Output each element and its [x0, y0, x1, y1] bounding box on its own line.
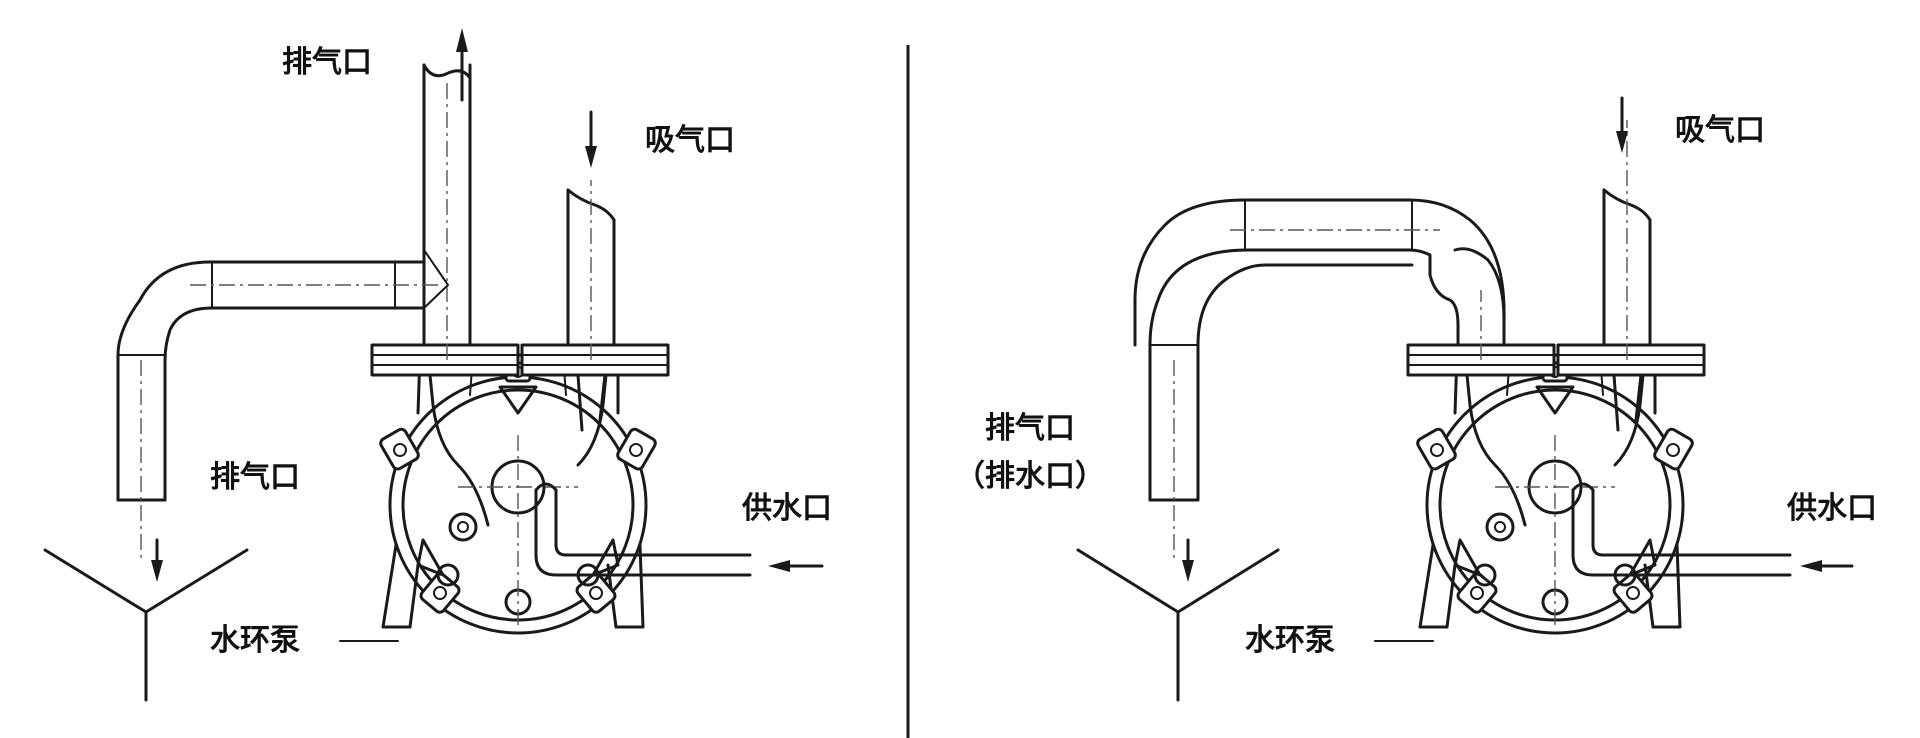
left-drain-down-arrow: [151, 538, 163, 582]
left-pump-body: [377, 353, 659, 635]
left-pump-assembly: [43, 28, 824, 702]
right-drain-down-arrow: [1182, 538, 1194, 582]
right-suction-pipe: [1602, 188, 1652, 347]
left-suction-label: 吸气口: [645, 123, 735, 158]
left-exhaust-up-arrow: [456, 28, 468, 102]
right-suction-down-arrow: [1616, 96, 1628, 153]
right-pump-body: [1414, 353, 1696, 635]
left-flanges: [370, 343, 670, 377]
right-exhaust-loop: [1133, 198, 1506, 502]
right-drain-funnel: [1076, 548, 1280, 702]
right-water-in-arrow: [1800, 560, 1854, 572]
right-water-supply-label: 供水口: [1787, 491, 1877, 526]
left-water-supply-label: 供水口: [742, 491, 832, 526]
right-exhaust-label: 排气口: [985, 411, 1075, 446]
left-drain-funnel: [43, 548, 249, 702]
left-pump-label: 水环泵: [210, 623, 300, 658]
right-drain-label: （排水口）: [955, 459, 1105, 494]
left-water-in-arrow: [768, 560, 824, 572]
right-water-supply-pipe: [1571, 488, 1792, 577]
left-exhaust-top-label: 排气口: [282, 45, 372, 80]
right-suction-label: 吸气口: [1675, 113, 1765, 148]
left-suction-down-arrow: [585, 110, 597, 168]
left-exhaust-bottom-label: 排气口: [210, 460, 300, 495]
left-suction-pipe: [566, 188, 616, 347]
right-pump-label: 水环泵: [1245, 623, 1335, 658]
left-exhaust-riser: [422, 63, 472, 347]
left-water-supply-pipe: [534, 488, 752, 577]
right-pump-assembly: [1076, 96, 1854, 702]
